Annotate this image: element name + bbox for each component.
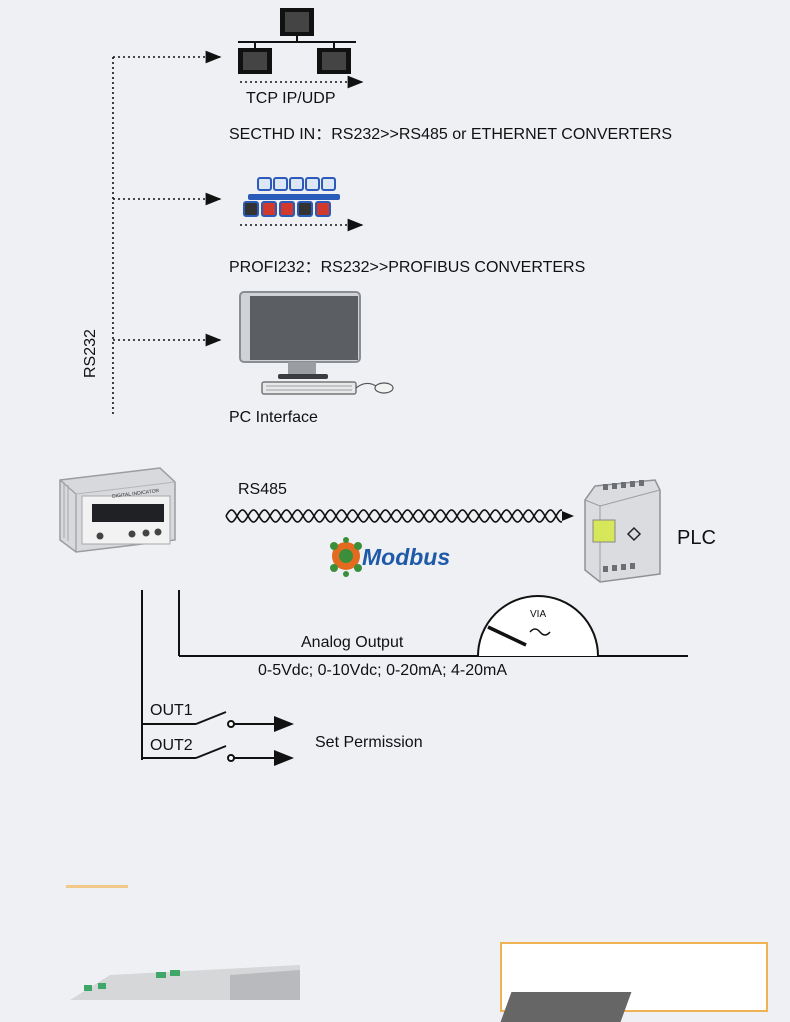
meter-icon [477, 595, 599, 657]
plc-device [584, 479, 661, 583]
rs232-bus [112, 50, 222, 415]
section-divider [66, 885, 128, 888]
product-photo-frame [500, 942, 768, 1022]
connection-diagram [59, 8, 688, 1000]
network-icon [238, 8, 356, 74]
product-photo-right [500, 992, 632, 1022]
plc-label: PLC [677, 527, 716, 549]
modbus-logo [330, 537, 362, 577]
rs485-arrowhead [562, 511, 574, 521]
via-label: VIA [530, 609, 547, 620]
pc-interface-label: PC Interface [229, 409, 318, 426]
rs485-label: RS485 [238, 481, 287, 498]
output-switches [142, 711, 294, 766]
analog-ranges-label: 0-5Vdc; 0-10Vdc; 0-20mA; 4-20mA [258, 662, 508, 679]
set-permission-label: Set Permission [315, 734, 423, 751]
profi232-converter-label: PROFI232：RS232>>PROFIBUS CONVERTERS [229, 259, 586, 276]
pc-icon [239, 291, 394, 395]
tcp-ip-udp-label: TCP IP/UDP [246, 90, 336, 107]
analog-output-label: Analog Output [301, 634, 404, 651]
rs485-twisted-cable [225, 509, 562, 523]
profibus-converter-icon [243, 177, 340, 217]
secthd-converter-label: SECTHD IN：RS232>>RS485 or ETHERNET CONVE… [229, 126, 673, 143]
out2-label: OUT2 [150, 737, 193, 754]
rs232-label: RS232 [82, 329, 99, 378]
bottom-product-photo-left [70, 965, 300, 1000]
digital-indicator-device [59, 467, 176, 553]
modbus-label: Modbus [362, 544, 451, 570]
analog-output-lines [141, 590, 688, 760]
out1-label: OUT1 [150, 702, 193, 719]
